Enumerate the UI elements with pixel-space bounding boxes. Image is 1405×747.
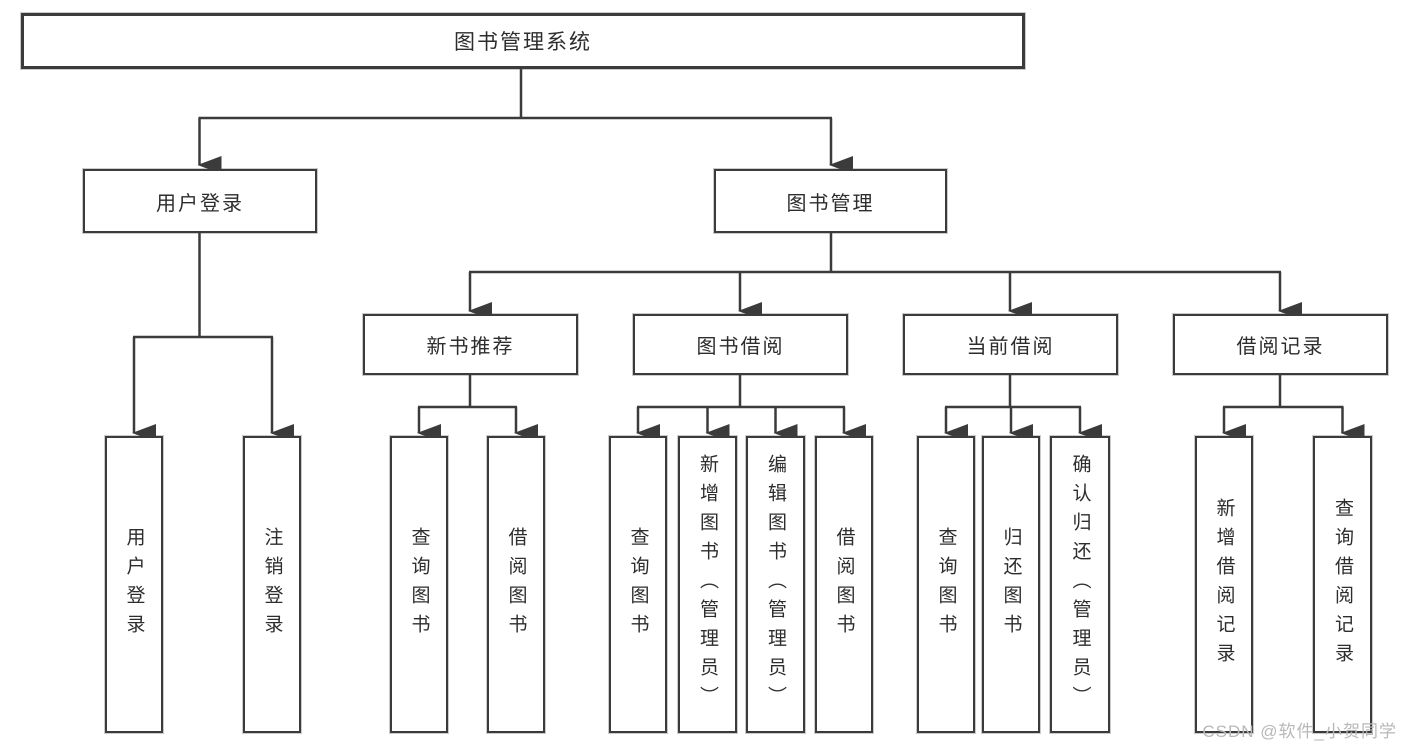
leaf-user-login: 用户登录 <box>105 436 163 733</box>
leaf-label: 确认归还（管理员） <box>1069 454 1091 715</box>
leaf-add-book-admin: 新增图书（管理员） <box>678 436 737 733</box>
leaf-borrow-book-2: 借阅图书 <box>815 436 873 733</box>
leaf-label: 注销登录 <box>261 526 283 643</box>
node-borrow-record: 借阅记录 <box>1173 314 1388 375</box>
node-book-borrow: 图书借阅 <box>633 314 848 375</box>
leaf-label: 借阅图书 <box>833 526 855 643</box>
node-root: 图书管理系统 <box>21 13 1025 69</box>
leaf-query-borrow-record: 查询借阅记录 <box>1313 436 1372 733</box>
node-book-management: 图书管理 <box>714 169 947 233</box>
leaf-confirm-return-admin: 确认归还（管理员） <box>1050 436 1110 733</box>
leaf-edit-book-admin: 编辑图书（管理员） <box>746 436 805 733</box>
leaf-query-book-3: 查询图书 <box>917 436 975 733</box>
leaf-query-book-1: 查询图书 <box>390 436 448 733</box>
node-current-borrow: 当前借阅 <box>903 314 1118 375</box>
leaf-label: 归还图书 <box>1000 526 1022 643</box>
leaf-label: 新增借阅记录 <box>1213 497 1235 672</box>
leaf-label: 新增图书（管理员） <box>697 454 718 715</box>
leaf-add-borrow-record: 新增借阅记录 <box>1195 436 1253 733</box>
leaf-label: 查询图书 <box>935 526 957 643</box>
node-user-login: 用户登录 <box>83 169 317 233</box>
leaf-return-book: 归还图书 <box>982 436 1040 733</box>
leaf-label: 查询图书 <box>408 526 430 643</box>
leaf-query-book-2: 查询图书 <box>609 436 667 733</box>
leaf-label: 查询图书 <box>627 526 649 643</box>
leaf-logout: 注销登录 <box>243 436 301 733</box>
leaf-borrow-book-1: 借阅图书 <box>487 436 545 733</box>
leaf-label: 查询借阅记录 <box>1332 497 1353 672</box>
csdn-watermark: CSDN @软件_小贺同学 <box>1202 722 1397 741</box>
leaf-label: 借阅图书 <box>505 526 527 643</box>
node-new-book-recommend: 新书推荐 <box>363 314 578 375</box>
leaf-label: 用户登录 <box>123 526 145 643</box>
leaf-label: 编辑图书（管理员） <box>765 454 786 715</box>
